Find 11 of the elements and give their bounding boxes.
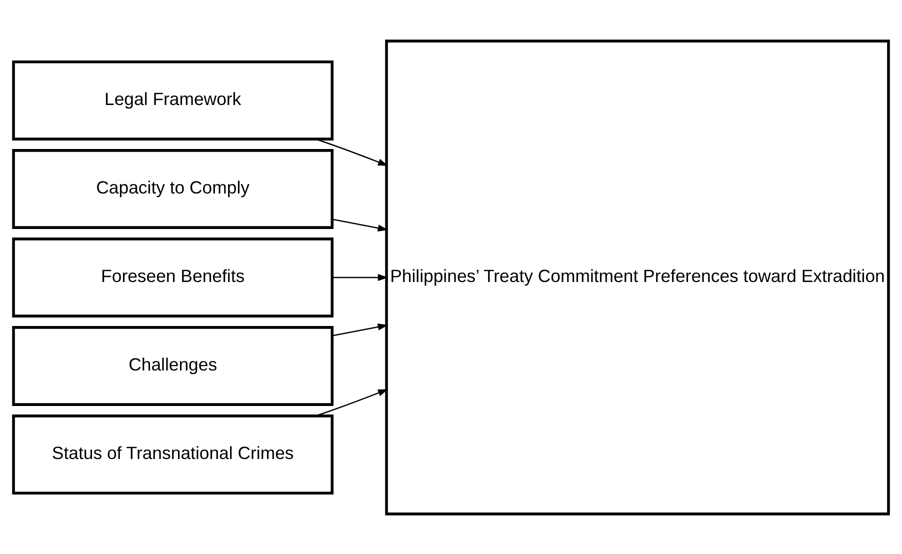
arrow [332, 273, 388, 281]
node-box: Challenges [12, 326, 334, 406]
arrow [332, 322, 388, 336]
node-box: Philippines’ Treaty Commitment Preferences toward Extradition [385, 39, 890, 515]
arrow [332, 218, 388, 232]
node-box: Status of Transnational Crimes [12, 414, 334, 494]
arrow [316, 138, 388, 166]
node-box: Legal Framework [12, 60, 334, 140]
node-box: Foreseen Benefits [12, 237, 334, 317]
node-box: Capacity to Comply [12, 148, 334, 228]
arrow [316, 388, 388, 416]
